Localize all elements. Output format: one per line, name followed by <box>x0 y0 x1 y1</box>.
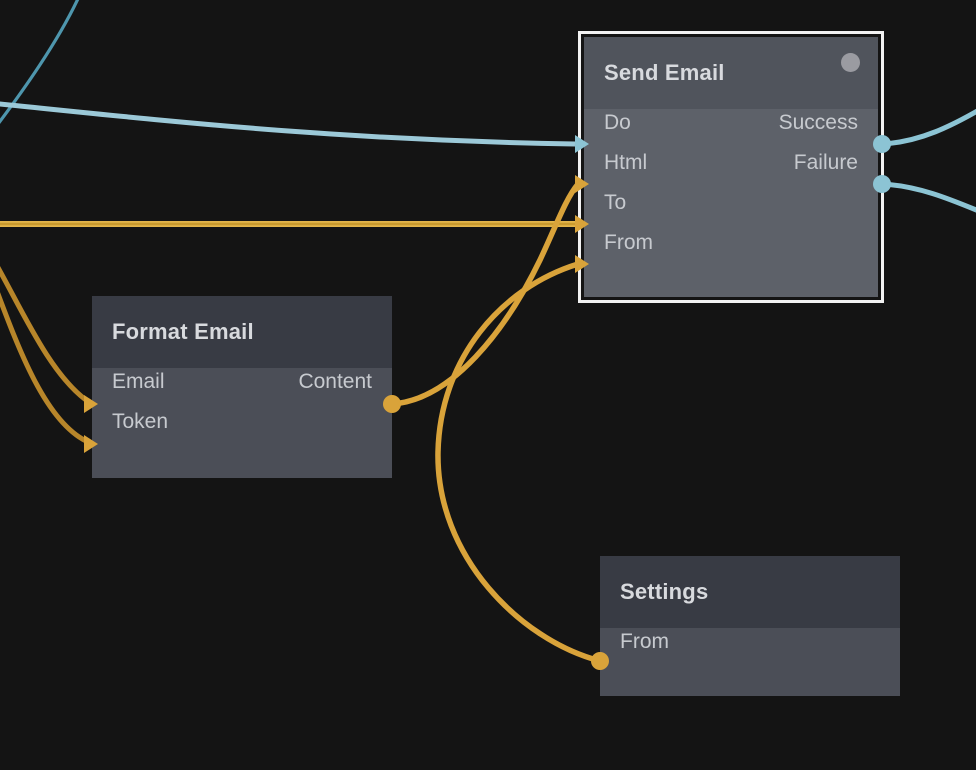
node-send-email-inner: Send Email Do Html To From Success <box>584 37 878 297</box>
wire-data-to-token <box>0 292 88 444</box>
node-settings-title: Settings <box>620 579 709 604</box>
pin-output-settings-from-icon[interactable] <box>591 652 609 670</box>
pin-input-html-icon[interactable] <box>575 175 589 193</box>
port-row-content[interactable]: Content <box>298 361 392 401</box>
port-row-do[interactable]: Do <box>584 102 631 142</box>
node-settings[interactable]: Settings From <box>600 556 900 696</box>
pin-output-failure-icon[interactable] <box>873 175 891 193</box>
port-label-do: Do <box>604 110 631 134</box>
pin-output-success-icon[interactable] <box>873 135 891 153</box>
node-send-email-body: Do Html To From Success Failure <box>584 109 878 297</box>
node-format-email[interactable]: Format Email Email Token Content <box>92 296 392 478</box>
port-label-to: To <box>604 190 627 214</box>
pin-input-email-icon[interactable] <box>84 395 98 413</box>
port-row-success[interactable]: Success <box>779 102 878 142</box>
node-send-email[interactable]: Send Email Do Html To From Success <box>578 31 884 303</box>
node-send-email-header[interactable]: Send Email <box>584 37 878 109</box>
port-row-token[interactable]: Token <box>92 401 168 441</box>
wire-data-to-email <box>0 265 88 402</box>
wire-exec-offscreen-diagonal <box>0 0 80 125</box>
pin-input-from-icon[interactable] <box>575 255 589 273</box>
pin-input-to-icon[interactable] <box>575 215 589 233</box>
port-row-html[interactable]: Html <box>584 142 647 182</box>
pin-input-token-icon[interactable] <box>84 435 98 453</box>
node-settings-body: From <box>600 628 900 696</box>
port-row-email[interactable]: Email <box>92 361 165 401</box>
wire-exec-to-do <box>0 101 576 147</box>
port-label-settings-from: From <box>620 629 669 653</box>
node-format-email-inner: Format Email Email Token Content <box>92 296 392 478</box>
port-row-failure[interactable]: Failure <box>794 142 878 182</box>
node-settings-inner: Settings From <box>600 556 900 696</box>
wire-exec-failure-out <box>881 181 976 213</box>
node-send-email-title: Send Email <box>604 60 725 85</box>
wire-data-content-to-html <box>391 182 581 407</box>
pin-input-do-icon[interactable] <box>575 135 589 153</box>
node-format-email-header[interactable]: Format Email <box>92 296 392 368</box>
wire-exec-success-out <box>881 108 976 147</box>
port-label-token: Token <box>112 409 169 433</box>
port-label-failure: Failure <box>793 150 858 174</box>
port-row-settings-from[interactable]: From <box>600 621 669 661</box>
pin-output-content-icon[interactable] <box>383 395 401 413</box>
port-row-from[interactable]: From <box>584 222 653 262</box>
port-row-to[interactable]: To <box>584 182 626 222</box>
port-label-email: Email <box>112 369 165 393</box>
port-label-content: Content <box>298 369 372 393</box>
node-format-email-body: Email Token Content <box>92 368 392 478</box>
port-label-html: Html <box>604 150 648 174</box>
wire-data-settings-to-from <box>435 261 601 664</box>
node-settings-header[interactable]: Settings <box>600 556 900 628</box>
port-label-from: From <box>604 230 653 254</box>
port-label-success: Success <box>778 110 858 134</box>
node-format-email-title: Format Email <box>112 319 254 344</box>
status-dot-icon[interactable] <box>841 53 860 72</box>
